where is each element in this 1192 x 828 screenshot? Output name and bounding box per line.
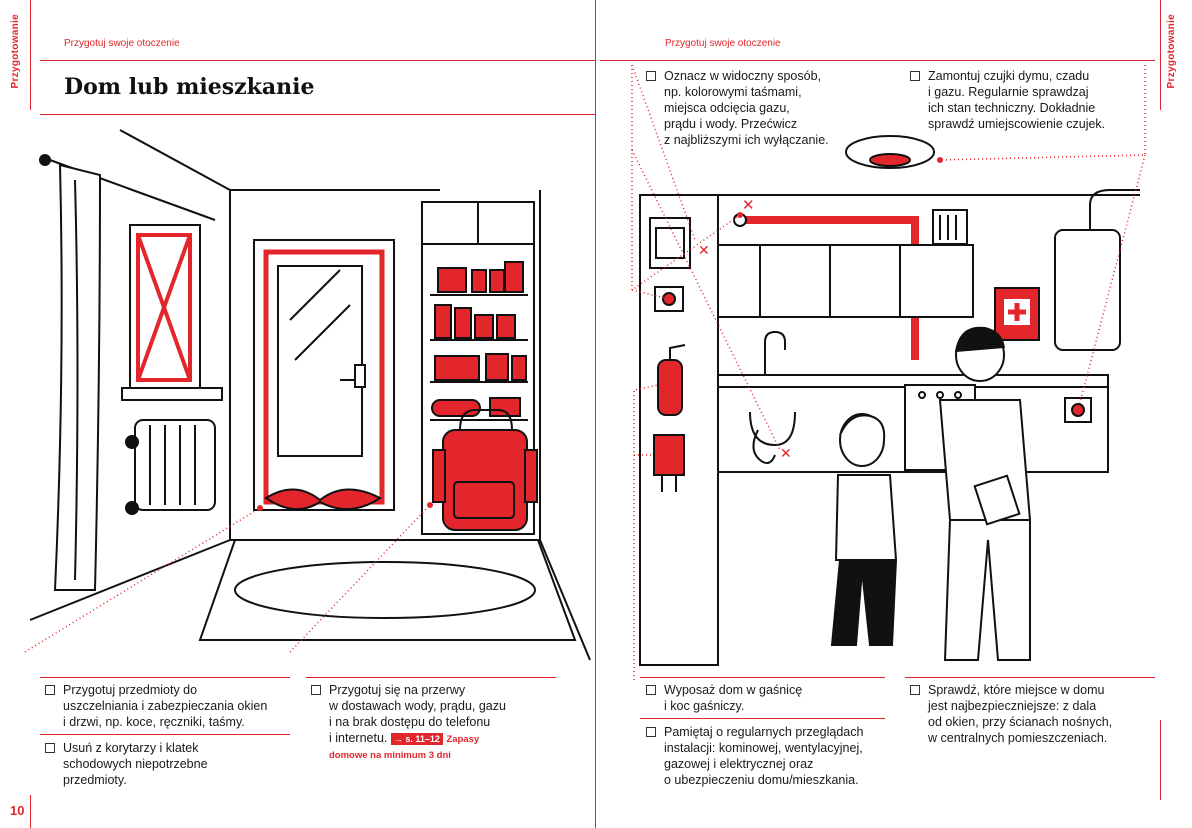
page-title: Dom lub mieszkanie — [64, 74, 315, 100]
title-rule — [40, 114, 595, 115]
page-reference-badge[interactable]: → s. 11–12 — [390, 732, 443, 745]
section-rule-right — [600, 60, 1155, 61]
spine-line — [595, 0, 596, 828]
checkbox[interactable] — [45, 743, 55, 753]
item-text: Sprawdź, które miejsce w domu jest najbe… — [928, 683, 1113, 745]
checklist-item-left-2[interactable]: Usuń z korytarzy i klatek schodowych nie… — [45, 740, 295, 788]
section-label-right: Przygotuj swoje otoczenie — [665, 38, 781, 49]
checkbox[interactable] — [646, 71, 656, 81]
checklist-item-right-5[interactable]: Sprawdź, które miejsce w domu jest najbe… — [910, 682, 1150, 746]
hallway-illustration-icon — [24, 129, 591, 661]
checkbox[interactable] — [910, 71, 920, 81]
item-rule — [640, 677, 885, 678]
checklist-item-left-1[interactable]: Przygotuj przedmioty do uszczelniania i … — [45, 682, 295, 730]
section-label-left: Przygotuj swoje otoczenie — [64, 38, 180, 49]
svg-text:✕: ✕ — [780, 446, 792, 462]
item-text: Oznacz w widoczny sposób, np. kolorowymi… — [664, 69, 829, 147]
page-number: 10 — [10, 803, 25, 818]
side-rule-left-bottom — [30, 795, 31, 828]
item-rule — [40, 734, 290, 735]
side-tab-right: Przygotowanie — [1166, 14, 1177, 89]
kitchen-illustration-icon: ✕ ✕ ✕ — [631, 64, 1146, 680]
section-rule-left — [40, 60, 595, 61]
side-rule-right — [1160, 0, 1161, 110]
item-rule — [905, 677, 1155, 678]
page-reference-note: Zapasy — [446, 734, 480, 745]
item-text: Przygotuj się na przerwy w dostawach wod… — [329, 683, 506, 745]
checklist-item-right-4[interactable]: Pamiętaj o regularnych przeglądach insta… — [646, 724, 896, 788]
checkbox[interactable] — [311, 685, 321, 695]
item-text: Przygotuj przedmioty do uszczelniania i … — [63, 683, 268, 729]
checklist-item-right-1[interactable]: Oznacz w widoczny sposób, np. kolorowymi… — [646, 68, 876, 148]
checkbox[interactable] — [910, 685, 920, 695]
checklist-item-right-3[interactable]: Wyposaż dom w gaśnicę i koc gaśniczy. — [646, 682, 886, 714]
checklist-item-left-3[interactable]: Przygotuj się na przerwy w dostawach wod… — [311, 682, 561, 762]
item-text: Zamontuj czujki dymu, czadu i gazu. Regu… — [928, 69, 1106, 131]
item-rule — [40, 677, 290, 678]
item-text: Usuń z korytarzy i klatek schodowych nie… — [63, 741, 208, 787]
page-reference-note: domowe na minimum 3 dni — [329, 750, 451, 761]
item-text: Pamiętaj o regularnych przeglądach insta… — [664, 725, 864, 787]
checkbox[interactable] — [45, 685, 55, 695]
side-rule-left — [30, 0, 31, 110]
item-text: Wyposaż dom w gaśnicę i koc gaśniczy. — [664, 683, 803, 713]
checkbox[interactable] — [646, 727, 656, 737]
side-rule-right-bottom — [1160, 720, 1161, 800]
svg-text:✕: ✕ — [742, 196, 755, 214]
checklist-item-right-2[interactable]: Zamontuj czujki dymu, czadu i gazu. Regu… — [910, 68, 1150, 132]
item-rule — [306, 677, 556, 678]
checkbox[interactable] — [646, 685, 656, 695]
side-tab-left: Przygotowanie — [10, 14, 21, 89]
svg-text:✕: ✕ — [698, 243, 710, 259]
item-rule — [640, 718, 885, 719]
